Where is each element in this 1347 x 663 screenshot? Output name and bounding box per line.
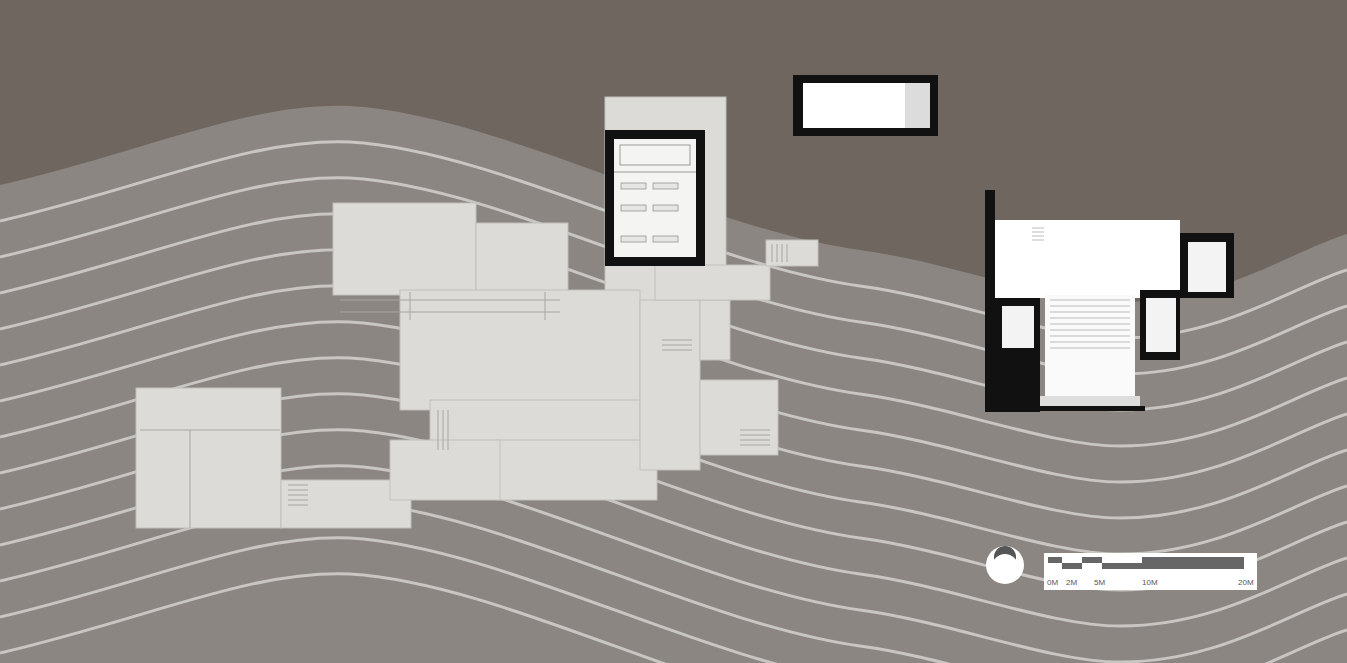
scale-label: 5M [1094,579,1105,587]
scale-label: 2M [1066,579,1077,587]
scale-label: 0M [1047,579,1058,587]
scale-label: 10M [1142,579,1158,587]
scale-label: 20M [1238,579,1254,587]
